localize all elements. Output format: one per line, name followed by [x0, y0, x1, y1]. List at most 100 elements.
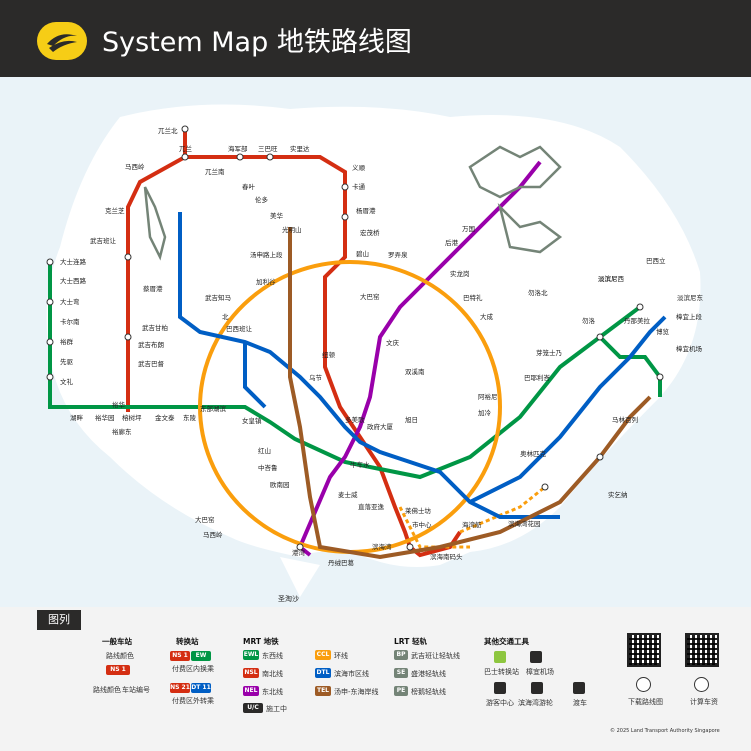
station-label: 文庆 — [386, 338, 400, 347]
fares-qr-icon[interactable] — [685, 633, 719, 667]
legend-station-number: 车站编号 — [122, 686, 150, 694]
station-label: 裕廊东 — [112, 427, 132, 436]
station-marker — [181, 153, 189, 161]
lrt-line — [143, 186, 167, 261]
station-label: 巴西立 — [646, 256, 666, 265]
station-label: 卡通 — [352, 182, 366, 191]
header-bar — [0, 0, 751, 77]
lta-logo-icon — [37, 22, 87, 60]
station-label: 滨海湾 — [372, 542, 392, 551]
legend-nel-chip: NEL — [243, 686, 259, 696]
station-marker — [656, 373, 664, 381]
station-label: 武吉巴督 — [138, 359, 165, 368]
station-label: 阿裕尼 — [478, 392, 498, 401]
station-label: 武吉甘柏 — [142, 323, 168, 332]
download-label[interactable]: 下载路线图 — [628, 698, 663, 706]
airport-icon — [530, 651, 542, 663]
island-landmass — [46, 104, 701, 568]
station-label: 实乞纳 — [608, 490, 628, 499]
nel-line — [297, 160, 542, 557]
legend-interchange-title: 转换站 — [176, 637, 199, 646]
station-label: 海湾舫 — [462, 520, 482, 529]
station-marker — [46, 338, 54, 346]
station-label: 蔡厝港 — [143, 284, 163, 293]
legend-interchange-dt11: DT 11 — [191, 683, 211, 693]
download-map-icon[interactable] — [636, 677, 651, 692]
legend-station-title: 一般车站 — [102, 637, 132, 646]
station-label: 大巴窑 — [360, 292, 380, 301]
station-label: 女皇镇 — [242, 416, 262, 425]
station-label: 莱佛士坊 — [405, 506, 432, 515]
station-label: 大士连路 — [60, 257, 87, 266]
legend-station-code: NS 1 — [106, 665, 130, 675]
legend-cruise: 滨海湾游轮 — [518, 699, 553, 707]
station-marker — [296, 543, 304, 551]
station-label: 奥林匹克 — [520, 449, 547, 458]
legend-interchange-ns: NS 1 — [170, 651, 190, 661]
legend-station-line: 路线颜色 — [93, 686, 121, 694]
legend-tab: 图列 — [37, 610, 81, 630]
system-map[interactable]: 兀兰北 兀兰 海军部 三巴旺 实里达 义顺 马西岭 兀兰南 春叶 卡通 克兰芝 … — [0, 77, 751, 607]
legend-interchange-ns21: NS 21 — [170, 683, 190, 693]
legend-airport: 樟宜机场 — [526, 668, 554, 676]
station-label: 大士西路 — [60, 276, 87, 285]
station-label: 淡滨尼西 — [598, 274, 625, 283]
station-label: 大成 — [480, 312, 494, 321]
station-label: 武吉知马 — [205, 293, 231, 302]
station-label: 港湾 — [292, 548, 306, 557]
station-label: 兀兰 — [179, 144, 193, 153]
station-label: 马西岭 — [203, 530, 223, 539]
station-label: 后港 — [445, 238, 459, 247]
legend-interchange-ew: EW 24 — [191, 651, 211, 669]
station-label: 先驱 — [60, 357, 74, 366]
station-label: 巴西班让 — [226, 324, 253, 333]
legend-tel-name: 汤申-东海岸线 — [334, 688, 379, 696]
station-label: 牛车水 — [350, 460, 370, 469]
station-label: 裕华园 — [95, 413, 115, 422]
legend-ewl-name: 东西线 — [262, 652, 283, 660]
station-label: 滨海湾花园 — [508, 519, 541, 528]
visitor-centre-icon — [494, 682, 506, 694]
station-label: 多美歌 — [345, 415, 365, 424]
station-label: 东部湖滨 — [200, 404, 227, 413]
station-marker — [124, 253, 132, 261]
station-marker — [46, 258, 54, 266]
station-label: 双溪南 — [405, 367, 425, 376]
station-marker — [46, 298, 54, 306]
station-label: 榕树坪 — [122, 413, 142, 422]
station-label: 裕华 — [112, 400, 126, 409]
station-label: 伦多 — [255, 195, 269, 204]
station-marker — [46, 373, 54, 381]
station-label: 乌节 — [309, 373, 323, 382]
station-label: 巴特礼 — [463, 293, 483, 302]
station-label: 大士弯 — [60, 297, 80, 306]
legend-panel — [0, 607, 751, 751]
page-title: System Map 地铁路线图 — [102, 27, 412, 58]
station-label: 淡滨尼东 — [677, 293, 704, 302]
station-label: 万国 — [462, 225, 475, 233]
station-marker — [236, 153, 244, 161]
legend-uc-chip: U/C — [243, 703, 263, 713]
station-label: 义顺 — [352, 164, 366, 172]
station-marker — [341, 213, 349, 221]
download-qr-icon[interactable] — [627, 633, 661, 667]
legend-mrt-title: MRT 地铁 — [243, 637, 279, 646]
station-label: 纽顿 — [322, 350, 336, 359]
fares-label[interactable]: 计算车资 — [690, 698, 718, 706]
station-marker — [341, 183, 349, 191]
legend-nsl-name: 南北线 — [262, 670, 283, 678]
legend-dtl-name: 滨海市区线 — [334, 670, 369, 678]
station-label: 兀兰南 — [205, 167, 225, 176]
legend-paid-transfer: 付费区内换乘 — [172, 665, 214, 673]
legend-bus: 巴士转换站 — [484, 668, 519, 676]
station-label: 麦士威 — [338, 490, 358, 499]
copyright: © 2025 Land Transport Authority Singapor… — [610, 728, 720, 734]
station-label: 丹绒巴葛 — [328, 558, 355, 567]
station-marker — [596, 453, 604, 461]
tel-line — [288, 227, 652, 560]
station-label: 武吉布朗 — [138, 340, 164, 349]
station-label: 旭日 — [405, 415, 418, 424]
station-label: 东陵 — [183, 413, 197, 422]
station-label: 马林百列 — [612, 415, 638, 424]
fare-calculator-icon[interactable] — [694, 677, 709, 692]
